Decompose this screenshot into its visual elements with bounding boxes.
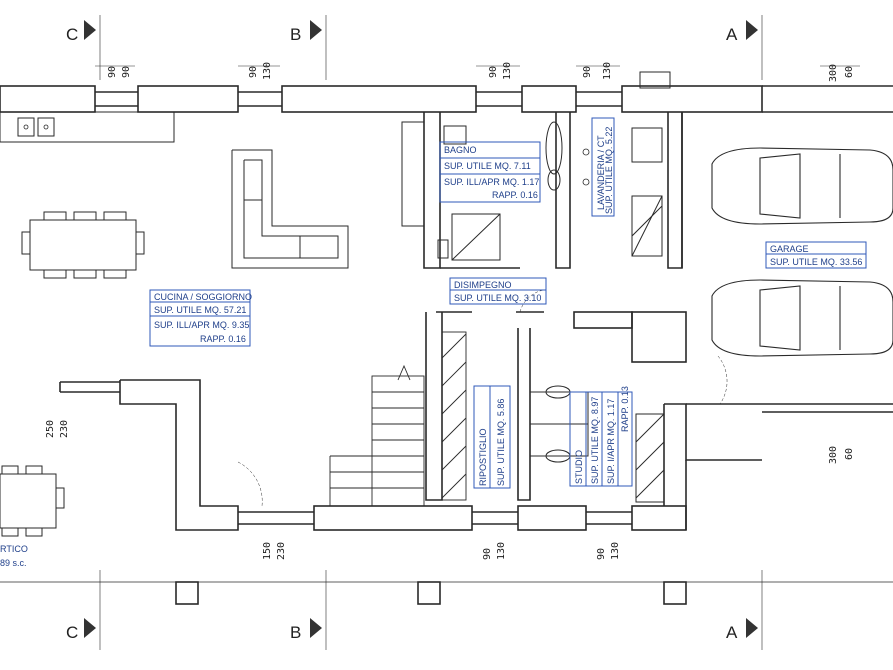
svg-text:90: 90: [121, 66, 132, 78]
room-label-garage: GARAGE SUP. UTILE MQ. 33.56: [765, 241, 867, 269]
washbasin-icon: [582, 148, 590, 186]
section-marker-a-top: A: [726, 20, 758, 44]
svg-text:CUCINA / SOGGIORNO: CUCINA / SOGGIORNO: [154, 292, 252, 302]
svg-text:DISIMPEGNO: DISIMPEGNO: [454, 280, 512, 290]
dimension-top-90-130-a: 90 130: [238, 62, 280, 80]
section-marker-c-bottom: C: [66, 618, 96, 642]
svg-text:90: 90: [596, 548, 607, 560]
svg-text:C: C: [66, 623, 78, 642]
svg-text:130: 130: [502, 62, 513, 80]
room-label-studio: STUDIO SUP. UTILE MQ. 8.97 SUP. I/APR MQ…: [569, 386, 633, 487]
room-label-bagno: BAGNO SUP. UTILE MQ. 7.11 SUP. ILL/APR M…: [439, 141, 541, 203]
svg-text:RAPP. 0.13: RAPP. 0.13: [620, 386, 630, 432]
svg-text:GARAGE: GARAGE: [770, 244, 809, 254]
svg-text:89 s.c.: 89 s.c.: [0, 558, 27, 568]
car-top: [711, 147, 893, 225]
car-bottom: [711, 279, 893, 357]
svg-text:A: A: [726, 623, 738, 642]
section-marker-b-top: B: [290, 20, 322, 44]
svg-text:SUP. ILL/APR MQ. 1.17: SUP. ILL/APR MQ. 1.17: [444, 177, 539, 187]
svg-text:90: 90: [107, 66, 118, 78]
sofa: [231, 149, 349, 269]
dimension-bottom-90-130-a: 90 130: [482, 542, 507, 560]
svg-text:90: 90: [248, 66, 259, 78]
svg-text:90: 90: [582, 66, 593, 78]
bathroom-fixtures: [437, 121, 563, 261]
svg-text:RTICO: RTICO: [0, 544, 28, 554]
svg-text:90: 90: [482, 548, 493, 560]
section-marker-a-bottom: A: [726, 618, 758, 642]
dimension-right-300-60: 300 60: [828, 446, 855, 464]
svg-text:SUP. UTILE MQ. 33.56: SUP. UTILE MQ. 33.56: [770, 257, 862, 267]
wardrobe: [401, 121, 425, 227]
door-swings: [237, 289, 728, 507]
svg-text:RAPP. 0.16: RAPP. 0.16: [492, 190, 538, 200]
svg-text:B: B: [290, 623, 301, 642]
svg-text:300: 300: [828, 446, 839, 464]
study-desk: [529, 385, 665, 503]
dining-table: [21, 211, 145, 279]
svg-text:SUP. UTILE MQ. 5.22: SUP. UTILE MQ. 5.22: [604, 127, 614, 214]
svg-text:BAGNO: BAGNO: [444, 145, 477, 155]
kitchen-counter: [0, 111, 175, 143]
svg-text:230: 230: [59, 420, 70, 438]
section-lines: [99, 15, 763, 650]
svg-text:C: C: [66, 25, 78, 44]
dimension-top-90-90: 90 90: [95, 65, 135, 78]
section-marker-c-top: C: [66, 20, 96, 44]
dimension-top-90-130-c: 90 130: [576, 62, 620, 80]
svg-text:SUP. UTILE MQ. 8.97: SUP. UTILE MQ. 8.97: [590, 397, 600, 484]
svg-text:A: A: [726, 25, 738, 44]
dimension-bottom-90-130-b: 90 130: [596, 542, 621, 560]
walls: [0, 85, 893, 605]
svg-text:RIPOSTIGLIO: RIPOSTIGLIO: [478, 428, 488, 486]
sink-icon: [23, 124, 49, 130]
room-label-lavanderia: LAVANDERIA / CT SUP. UTILE MQ. 5.22: [591, 117, 615, 217]
room-label-ripostiglio: RIPOSTIGLIO SUP. UTILE MQ. 5.86: [473, 385, 511, 489]
laundry-fixtures: [631, 71, 671, 257]
svg-text:SUP. UTILE MQ. 57.21: SUP. UTILE MQ. 57.21: [154, 305, 246, 315]
svg-text:130: 130: [262, 62, 273, 80]
svg-text:SUP. I/APR MQ. 1.17: SUP. I/APR MQ. 1.17: [606, 399, 616, 484]
svg-text:90: 90: [488, 66, 499, 78]
svg-text:300: 300: [828, 64, 839, 82]
dimension-top-90-130-b: 90 130: [476, 62, 520, 80]
svg-text:SUP. ILL/APR MQ. 9.35: SUP. ILL/APR MQ. 9.35: [154, 320, 249, 330]
dimension-left-250-230: 250 230: [45, 420, 70, 438]
section-marker-b-bottom: B: [290, 618, 322, 642]
dimension-top-300-60: 300 60: [820, 64, 860, 82]
svg-text:130: 130: [602, 62, 613, 80]
room-label-portico: RTICO 89 s.c.: [0, 544, 28, 568]
patio-table: [0, 465, 65, 537]
room-label-cucina: CUCINA / SOGGIORNO SUP. UTILE MQ. 57.21 …: [149, 289, 252, 347]
storage-shelves: [441, 331, 467, 501]
svg-text:130: 130: [496, 542, 507, 560]
svg-text:60: 60: [844, 66, 855, 78]
room-label-disimpegno: DISIMPEGNO SUP. UTILE MQ. 3.10: [449, 277, 547, 305]
svg-text:RAPP. 0.16: RAPP. 0.16: [200, 334, 246, 344]
svg-text:B: B: [290, 25, 301, 44]
staircase: [329, 364, 425, 507]
svg-text:SUP. UTILE MQ. 5.86: SUP. UTILE MQ. 5.86: [496, 399, 506, 486]
svg-text:130: 130: [610, 542, 621, 560]
svg-text:STUDIO: STUDIO: [574, 450, 584, 484]
svg-text:230: 230: [276, 542, 287, 560]
svg-text:150: 150: [262, 542, 273, 560]
dimension-bottom-150-230: 150 230: [262, 542, 287, 560]
svg-text:SUP. UTILE MQ. 7.11: SUP. UTILE MQ. 7.11: [444, 161, 531, 171]
svg-text:LAVANDERIA / CT: LAVANDERIA / CT: [596, 135, 606, 210]
svg-text:250: 250: [45, 420, 56, 438]
svg-text:SUP. UTILE MQ. 3.10: SUP. UTILE MQ. 3.10: [454, 293, 541, 303]
svg-text:60: 60: [844, 448, 855, 460]
